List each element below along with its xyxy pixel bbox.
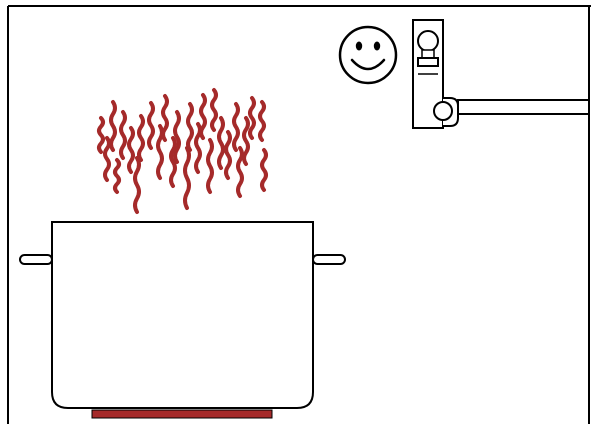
pot-body bbox=[51, 221, 314, 409]
faucet-wall-pipe bbox=[457, 99, 590, 115]
steam-wisp bbox=[127, 126, 135, 174]
steam-wisp bbox=[147, 101, 155, 150]
pot-right-handle bbox=[312, 254, 346, 265]
faucet-valve-neck bbox=[421, 49, 435, 59]
steam-wisp bbox=[199, 93, 207, 140]
smiley-mouth bbox=[350, 58, 386, 71]
pot-left-handle bbox=[19, 254, 53, 265]
steam-wisp bbox=[248, 96, 256, 140]
steam-wisp bbox=[103, 136, 111, 182]
steam-wisp bbox=[236, 146, 244, 198]
steam-wisp bbox=[232, 102, 240, 152]
smiley-face-icon bbox=[338, 25, 398, 85]
steam-wisp bbox=[173, 110, 181, 164]
steam-wisp bbox=[206, 138, 214, 194]
steam-wisp bbox=[161, 94, 169, 142]
steam-wisp bbox=[169, 136, 177, 188]
steam-wisp bbox=[113, 158, 121, 194]
steam-wisp bbox=[137, 114, 145, 162]
faucet-spout bbox=[417, 57, 439, 67]
steam-wisp bbox=[217, 116, 225, 170]
steam-wisp bbox=[133, 156, 141, 214]
smiley-left-eye bbox=[355, 41, 363, 51]
steam-wisp bbox=[258, 100, 266, 142]
heating-element-icon bbox=[91, 409, 273, 419]
faucet-collar bbox=[433, 101, 453, 121]
steam-wisp bbox=[109, 100, 117, 152]
room-walls bbox=[7, 5, 591, 424]
steam-wisp bbox=[183, 146, 191, 210]
steam-wisp bbox=[224, 130, 232, 180]
steam-wisp bbox=[210, 88, 218, 132]
steam-icon bbox=[97, 88, 268, 214]
steam-wisp bbox=[260, 148, 268, 192]
steam-wisp bbox=[119, 110, 127, 160]
pot-filler-faucet-icon bbox=[412, 19, 590, 129]
smiley-right-eye bbox=[373, 41, 381, 51]
steam-wisp bbox=[97, 116, 105, 154]
steam-wisp bbox=[186, 102, 194, 152]
cooking-pot-icon bbox=[19, 221, 346, 409]
steam-wisp bbox=[242, 116, 250, 166]
smiley-face-outline bbox=[338, 25, 398, 85]
faucet-valve-knob bbox=[417, 30, 439, 52]
